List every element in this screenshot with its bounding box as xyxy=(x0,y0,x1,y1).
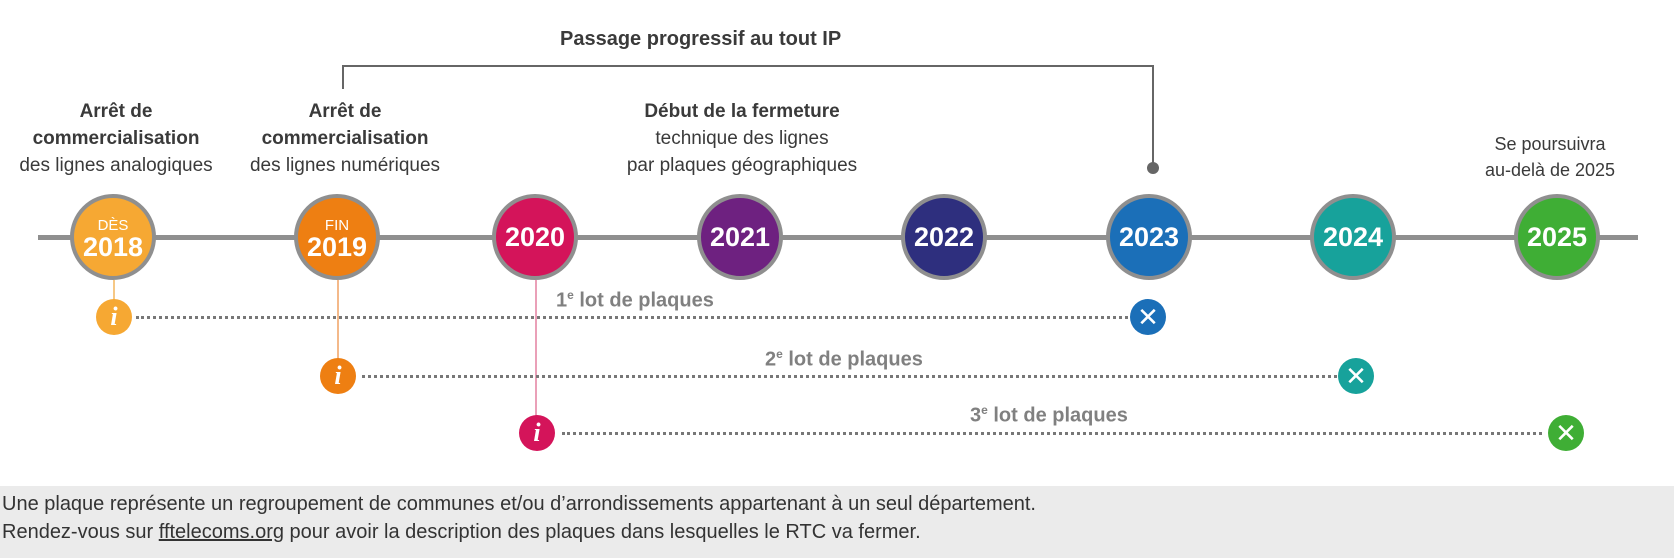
connector-2019 xyxy=(337,280,339,360)
connector-2018 xyxy=(113,280,115,300)
lot-3-dotted-line xyxy=(562,432,1542,435)
year-node-2018: DÈS 2018 xyxy=(70,194,156,280)
label-2021: Début de la fermeture technique des lign… xyxy=(626,101,858,176)
close-icon: ✕ xyxy=(1130,299,1166,335)
year-node-2019: FIN 2019 xyxy=(294,194,380,280)
close-icon: ✕ xyxy=(1338,358,1374,394)
close-icon: ✕ xyxy=(1548,415,1584,451)
bracket-left-tick xyxy=(342,65,344,89)
lot-2-dotted-line xyxy=(362,375,1337,378)
lot-1-dotted-line xyxy=(136,316,1134,319)
lot-3-label: 3e lot de plaques xyxy=(970,403,1128,427)
timeline-axis xyxy=(38,235,1638,240)
year-node-2024: 2024 xyxy=(1310,194,1396,280)
year-node-2022: 2022 xyxy=(901,194,987,280)
lot-1-label: 1e lot de plaques xyxy=(556,288,714,312)
info-icon[interactable]: i xyxy=(96,299,132,335)
footer-line-1: Une plaque représente un regroupement de… xyxy=(2,493,1036,515)
bracket-label: Passage progressif au tout IP xyxy=(560,28,842,50)
connector-2020 xyxy=(535,280,537,420)
label-2018: Arrêt de commercialisation des lignes an… xyxy=(19,101,213,176)
bracket-end-dot xyxy=(1147,162,1159,174)
label-2025: Se poursuivra au-delà de 2025 xyxy=(1484,134,1616,180)
info-icon[interactable]: i xyxy=(320,358,356,394)
lot-2-label: 2e lot de plaques xyxy=(765,347,923,371)
year-node-2020: 2020 xyxy=(492,194,578,280)
bracket-right-tick xyxy=(1152,65,1154,165)
bracket-line xyxy=(342,65,1154,67)
fftelecoms-link[interactable]: fftelecoms.org xyxy=(158,521,284,543)
footer-line-2: Rendez-vous sur fftelecoms.org pour avoi… xyxy=(2,521,921,543)
footer-note: Une plaque représente un regroupement de… xyxy=(0,486,1674,558)
year-node-2023: 2023 xyxy=(1106,194,1192,280)
year-node-2021: 2021 xyxy=(697,194,783,280)
info-icon[interactable]: i xyxy=(519,415,555,451)
label-2019: Arrêt de commercialisation des lignes nu… xyxy=(249,101,441,176)
year-node-2025: 2025 xyxy=(1514,194,1600,280)
